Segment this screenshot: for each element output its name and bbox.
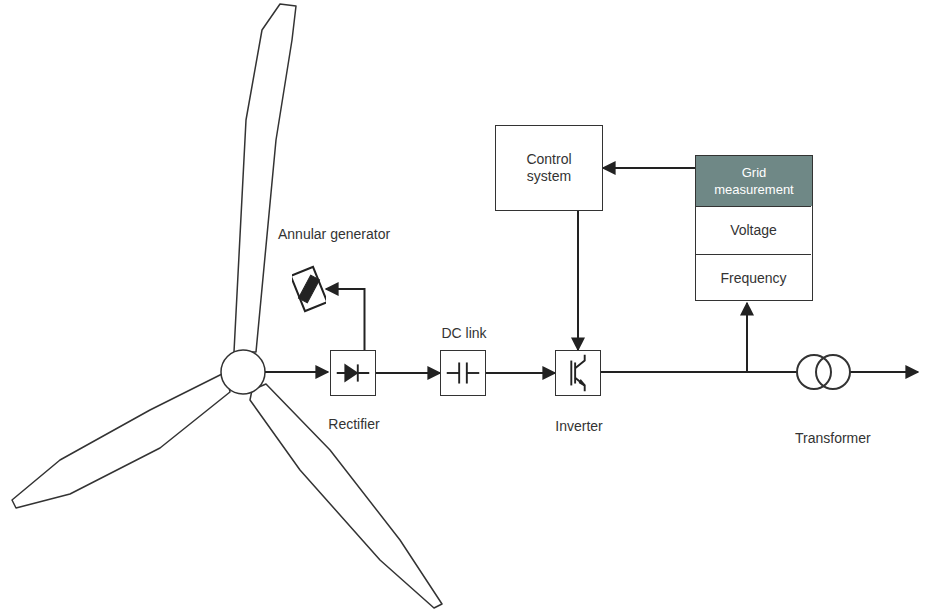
converter-box: Inverter <box>555 350 601 396</box>
converter-box: Annular generator <box>292 264 326 314</box>
measurement-tap <box>746 303 748 372</box>
diode-symbol <box>331 351 375 395</box>
transformer-winding <box>797 355 831 389</box>
transformer-winding <box>816 355 850 389</box>
rotor-hub <box>221 350 265 394</box>
flow-arrow <box>577 211 579 350</box>
flow-arrow <box>376 372 440 374</box>
flow-arrow <box>486 372 555 374</box>
measurement-panel: Grid measurementVoltageFrequency <box>695 155 813 301</box>
flow-arrow <box>603 167 695 169</box>
turbine-blade <box>234 4 296 352</box>
grid-line <box>601 371 797 373</box>
component-label: DC link <box>441 325 486 341</box>
component-label: Inverter <box>555 418 602 434</box>
gen-symbol <box>292 264 326 314</box>
process-box: Control system <box>495 125 603 211</box>
component-label: Annular generator <box>278 226 390 242</box>
box-label: Control system <box>496 126 602 210</box>
turbine-blade <box>250 384 442 608</box>
igbt-symbol <box>556 351 600 395</box>
measurement-cell: Frequency <box>696 254 811 302</box>
converter-box: Rectifier <box>330 350 376 396</box>
measurement-cell: Voltage <box>696 206 811 254</box>
panel-header: Grid measurement <box>696 156 812 206</box>
turbine-blade <box>12 372 230 508</box>
component-label: Transformer <box>795 430 871 446</box>
box-label: Voltage <box>696 207 811 254</box>
flow-arrow <box>326 289 365 350</box>
shaft-line <box>265 371 328 373</box>
box-label: Frequency <box>696 255 811 302</box>
component-label: Rectifier <box>328 416 379 432</box>
grid-line <box>850 371 918 373</box>
converter-box: DC link <box>440 350 486 396</box>
cap-symbol <box>441 351 485 395</box>
